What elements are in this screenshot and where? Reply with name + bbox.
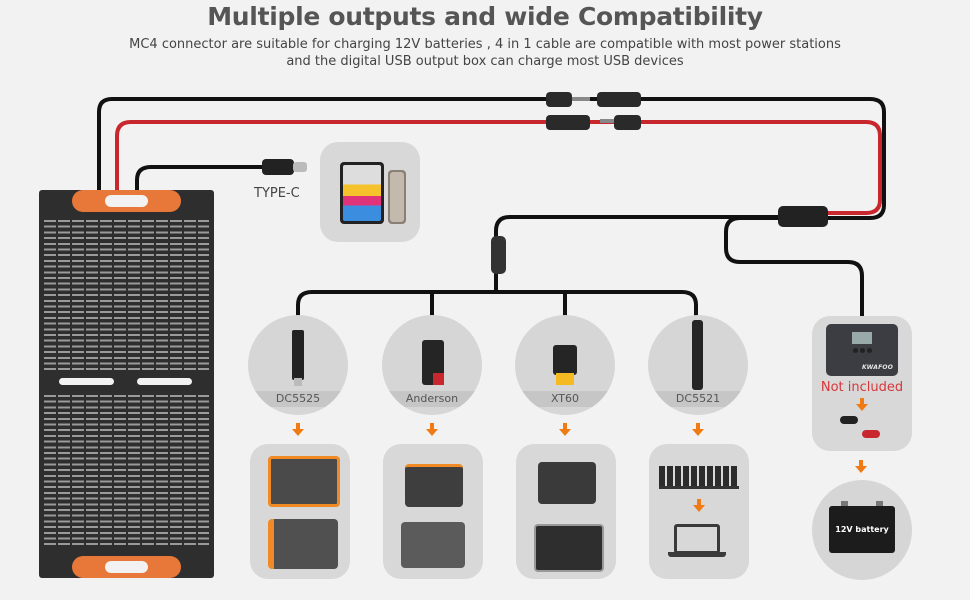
mc4-negative-wire [97, 97, 886, 318]
connector-label: DC5525 [248, 391, 348, 407]
xt60-plug-icon [553, 345, 577, 375]
mc4-connector-male-negative [546, 92, 590, 107]
mc4-positive-wire [115, 120, 882, 215]
solar-panel [39, 190, 214, 578]
power-stations-card-2 [383, 444, 483, 579]
connector-label: Anderson [382, 391, 482, 407]
usb-devices-card [320, 142, 420, 242]
power-station-icon [268, 519, 338, 569]
power-station-icon [401, 522, 465, 568]
battery-card: 12V battery [812, 480, 912, 580]
page-title: Multiple outputs and wide Compatibility [207, 2, 763, 31]
connector-label: DC5521 [648, 391, 748, 407]
laptop-icon [674, 524, 720, 554]
battery-icon: 12V battery [829, 501, 895, 553]
mc4-connector-female-negative [597, 92, 641, 107]
panel-bottom-handle [72, 556, 181, 578]
subtitle-line-1: MC4 connector are suitable for charging … [129, 37, 841, 52]
type-c-wire [135, 165, 265, 192]
tablet-icon [340, 162, 384, 224]
main-dc-wire [494, 215, 805, 292]
panel-slot [59, 378, 114, 385]
alligator-clips-icon [840, 416, 884, 440]
y-splitter [491, 236, 506, 274]
connector-dc5525: DC5525 [248, 315, 348, 415]
dc5525-plug-icon [292, 330, 304, 380]
connector-xt60: XT60 [515, 315, 615, 415]
power-station-icon [268, 456, 340, 507]
not-included-note: Not included [820, 380, 904, 395]
mc4-connector-male-positive [600, 115, 641, 130]
laptop-card [649, 444, 749, 579]
subtitle-line-2: and the digital USB output box can charg… [286, 54, 684, 69]
power-stations-card-1 [250, 444, 350, 579]
power-station-icon [538, 462, 596, 504]
dc-tips-icon [659, 466, 739, 486]
branch-bus [296, 290, 698, 316]
connector-dc5521: DC5521 [648, 315, 748, 415]
connector-label: XT60 [515, 391, 615, 407]
charge-controller-card: KWAFOO [812, 316, 912, 451]
panel-slot [137, 378, 192, 385]
charge-controller-icon: KWAFOO [826, 324, 898, 376]
connector-anderson: Anderson [382, 315, 482, 415]
power-stations-card-3 [516, 444, 616, 579]
power-station-icon [405, 464, 463, 507]
power-station-icon [534, 524, 604, 572]
dc5521-plug-icon [692, 320, 703, 390]
mc4-connector-female-positive [546, 115, 590, 130]
phone-icon [388, 170, 406, 224]
type-c-label: TYPE-C [254, 186, 300, 201]
type-c-plug [262, 159, 307, 175]
dc-splitter-plug [778, 206, 828, 227]
controller-brand: KWAFOO [861, 364, 893, 371]
panel-top-handle [72, 190, 181, 212]
